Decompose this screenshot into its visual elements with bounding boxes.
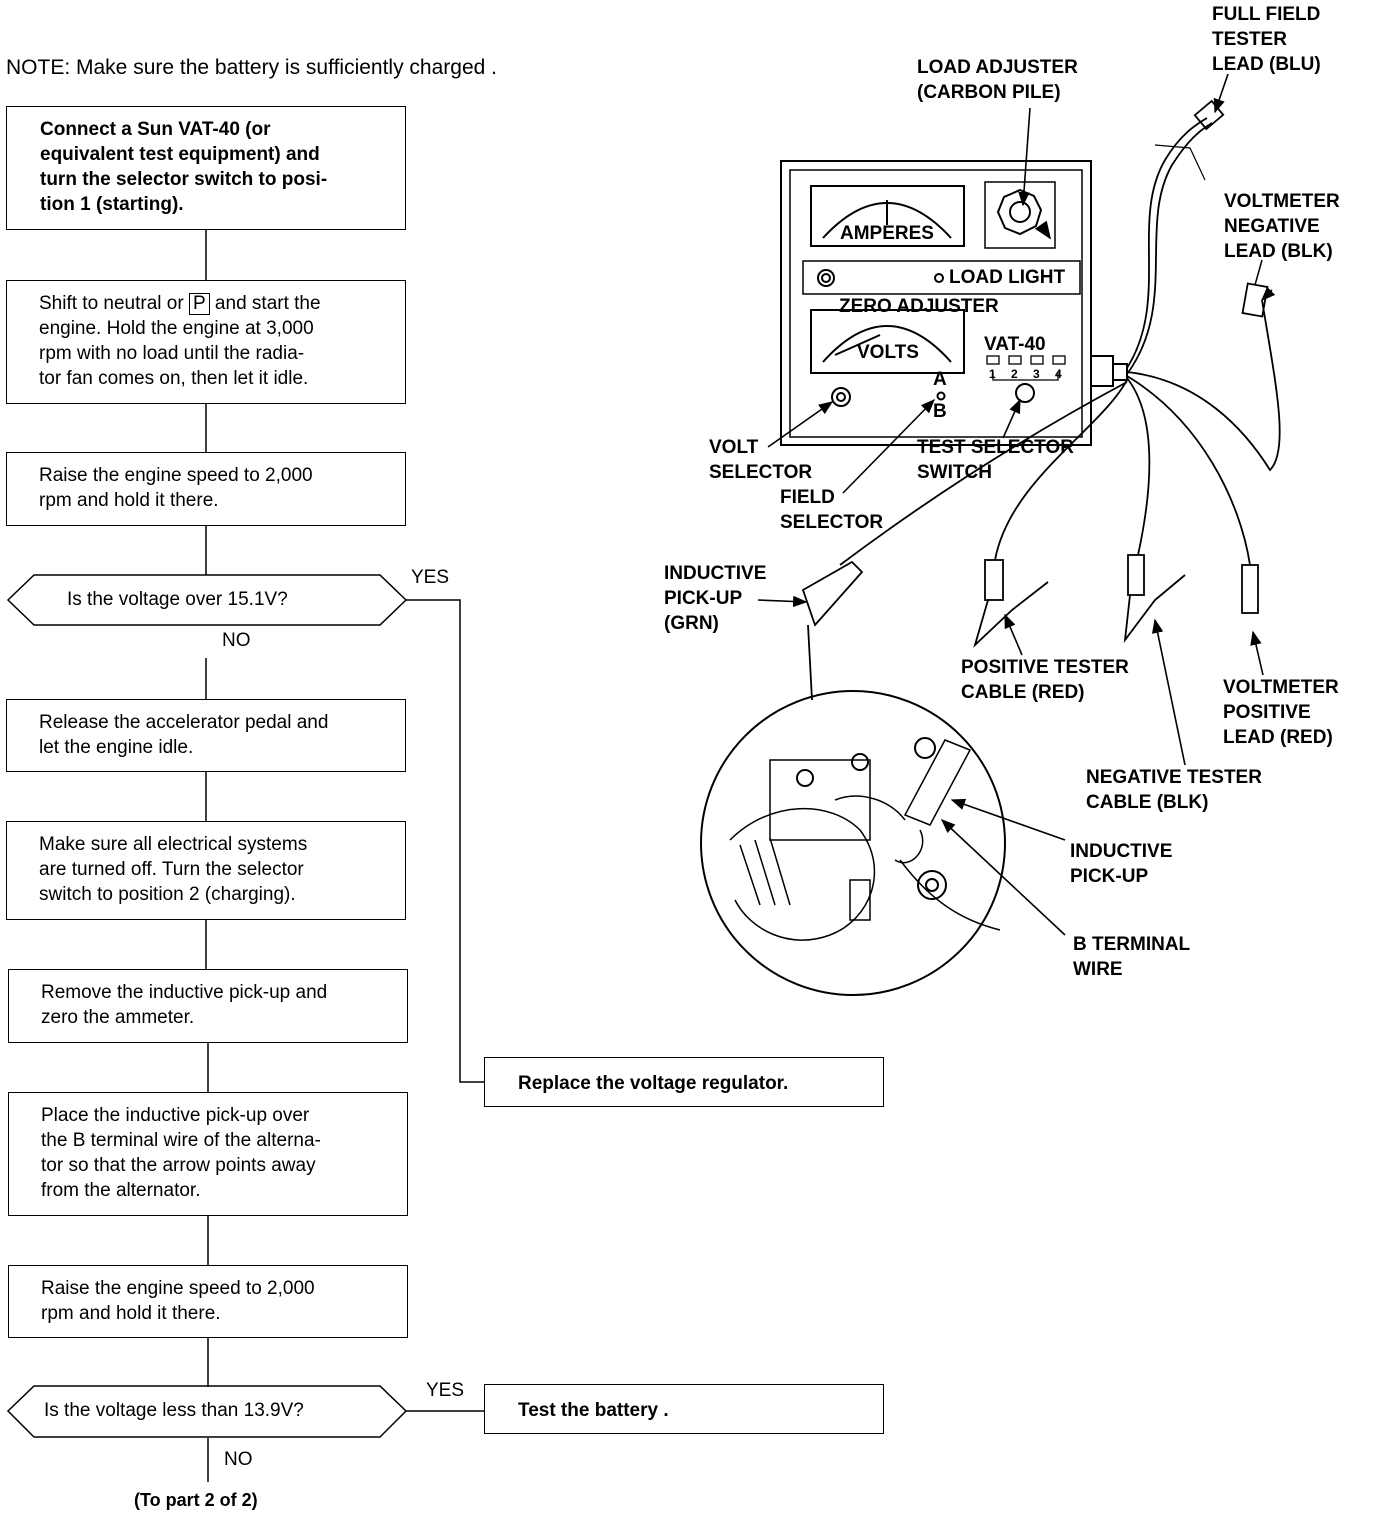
decision2-yes-label: YES xyxy=(426,1380,465,1401)
decision-voltage-less: Is the voltage less than 13.9V? xyxy=(44,1400,304,1421)
leader-arrow xyxy=(1002,398,1021,439)
label-load-adjuster: LOAD ADJUSTER (CARBON PILE) xyxy=(917,57,1078,103)
label-full-field-lead: FULL FIELD TESTER LEAD (BLU) xyxy=(1212,4,1321,75)
label-voltmeter-positive: VOLTMETER POSITIVE LEAD (RED) xyxy=(1223,677,1339,748)
step-raise-speed-2: Raise the engine speed to 2,000 rpm and … xyxy=(8,1265,408,1338)
selector-position-4: 4 xyxy=(1055,367,1062,381)
decision1-yes-label: YES xyxy=(411,567,450,588)
step-shift-neutral: Shift to neutral or P and start the engi… xyxy=(6,280,406,404)
label-volt-selector: VOLT SELECTOR xyxy=(709,437,813,483)
alternator-detail xyxy=(700,690,1006,996)
step-connect-tester: Connect a Sun VAT-40 (or equivalent test… xyxy=(6,106,406,230)
label-field-selector: FIELD SELECTOR xyxy=(780,487,884,533)
label-inductive-pickup-grn: INDUCTIVE PICK-UP (GRN) xyxy=(664,563,767,634)
label-amperes: AMPERES xyxy=(840,223,934,244)
leader-arrow xyxy=(842,398,936,494)
step-release-pedal: Release the accelerator pedal and let th… xyxy=(6,699,406,772)
leader-arrow xyxy=(1250,630,1264,676)
tester-cables xyxy=(801,99,1281,701)
selector-position-3: 3 xyxy=(1033,367,1040,381)
label-zero-adjuster: ZERO ADJUSTER xyxy=(839,296,999,317)
gear-p-box: P xyxy=(188,293,210,315)
yes-connector xyxy=(406,599,484,1083)
step-electrical-off: Make sure all electrical systems are tur… xyxy=(6,821,406,920)
result-test-battery: Test the battery . xyxy=(484,1384,884,1434)
leader-arrow xyxy=(1004,613,1023,656)
vat40-tester xyxy=(780,160,1128,446)
label-load-light: LOAD LIGHT xyxy=(949,267,1066,288)
decision-shape xyxy=(6,574,408,626)
label-b-terminal-wire: B TERMINAL WIRE xyxy=(1073,934,1191,980)
decision1-no-label: NO xyxy=(222,630,251,651)
label-negative-tester-cable: NEGATIVE TESTER CABLE (BLK) xyxy=(1086,767,1262,813)
leader-arrow xyxy=(1260,286,1276,302)
step-remove-pickup: Remove the inductive pick-up and zero th… xyxy=(8,969,408,1043)
label-positive-tester-cable: POSITIVE TESTER CABLE (RED) xyxy=(961,657,1129,703)
step-place-pickup: Place the inductive pick-up over the B t… xyxy=(8,1092,408,1216)
label-field-a: A xyxy=(933,369,947,390)
result-replace-regulator: Replace the voltage regulator. xyxy=(484,1057,884,1107)
selector-position-1: 1 xyxy=(989,367,996,381)
label-inductive-pickup: INDUCTIVE PICK-UP xyxy=(1070,841,1173,887)
leader-arrow xyxy=(757,595,808,608)
label-test-selector: TEST SELECTOR SWITCH xyxy=(917,437,1074,483)
leader-arrow xyxy=(1151,618,1186,766)
leader-arrow xyxy=(1213,73,1229,114)
leader-arrow xyxy=(767,401,834,448)
note-text: NOTE: Make sure the battery is sufficien… xyxy=(6,56,497,79)
selector-position-2: 2 xyxy=(1011,367,1018,381)
label-volts: VOLTS xyxy=(857,342,919,363)
decision-voltage-over: Is the voltage over 15.1V? xyxy=(67,589,288,610)
decision2-no-label: NO xyxy=(224,1449,253,1470)
label-voltmeter-negative: VOLTMETER NEGATIVE LEAD (BLK) xyxy=(1224,191,1340,262)
continuation-text: (To part 2 of 2) xyxy=(134,1490,258,1510)
leader-arrow xyxy=(950,798,1066,841)
label-model: VAT-40 xyxy=(984,334,1046,355)
decision-shape xyxy=(6,1385,408,1438)
label-field-b: B xyxy=(933,401,947,422)
step-raise-speed-1: Raise the engine speed to 2,000 rpm and … xyxy=(6,452,406,526)
leader-arrow xyxy=(940,819,1066,936)
leader-arrow xyxy=(1018,107,1031,207)
